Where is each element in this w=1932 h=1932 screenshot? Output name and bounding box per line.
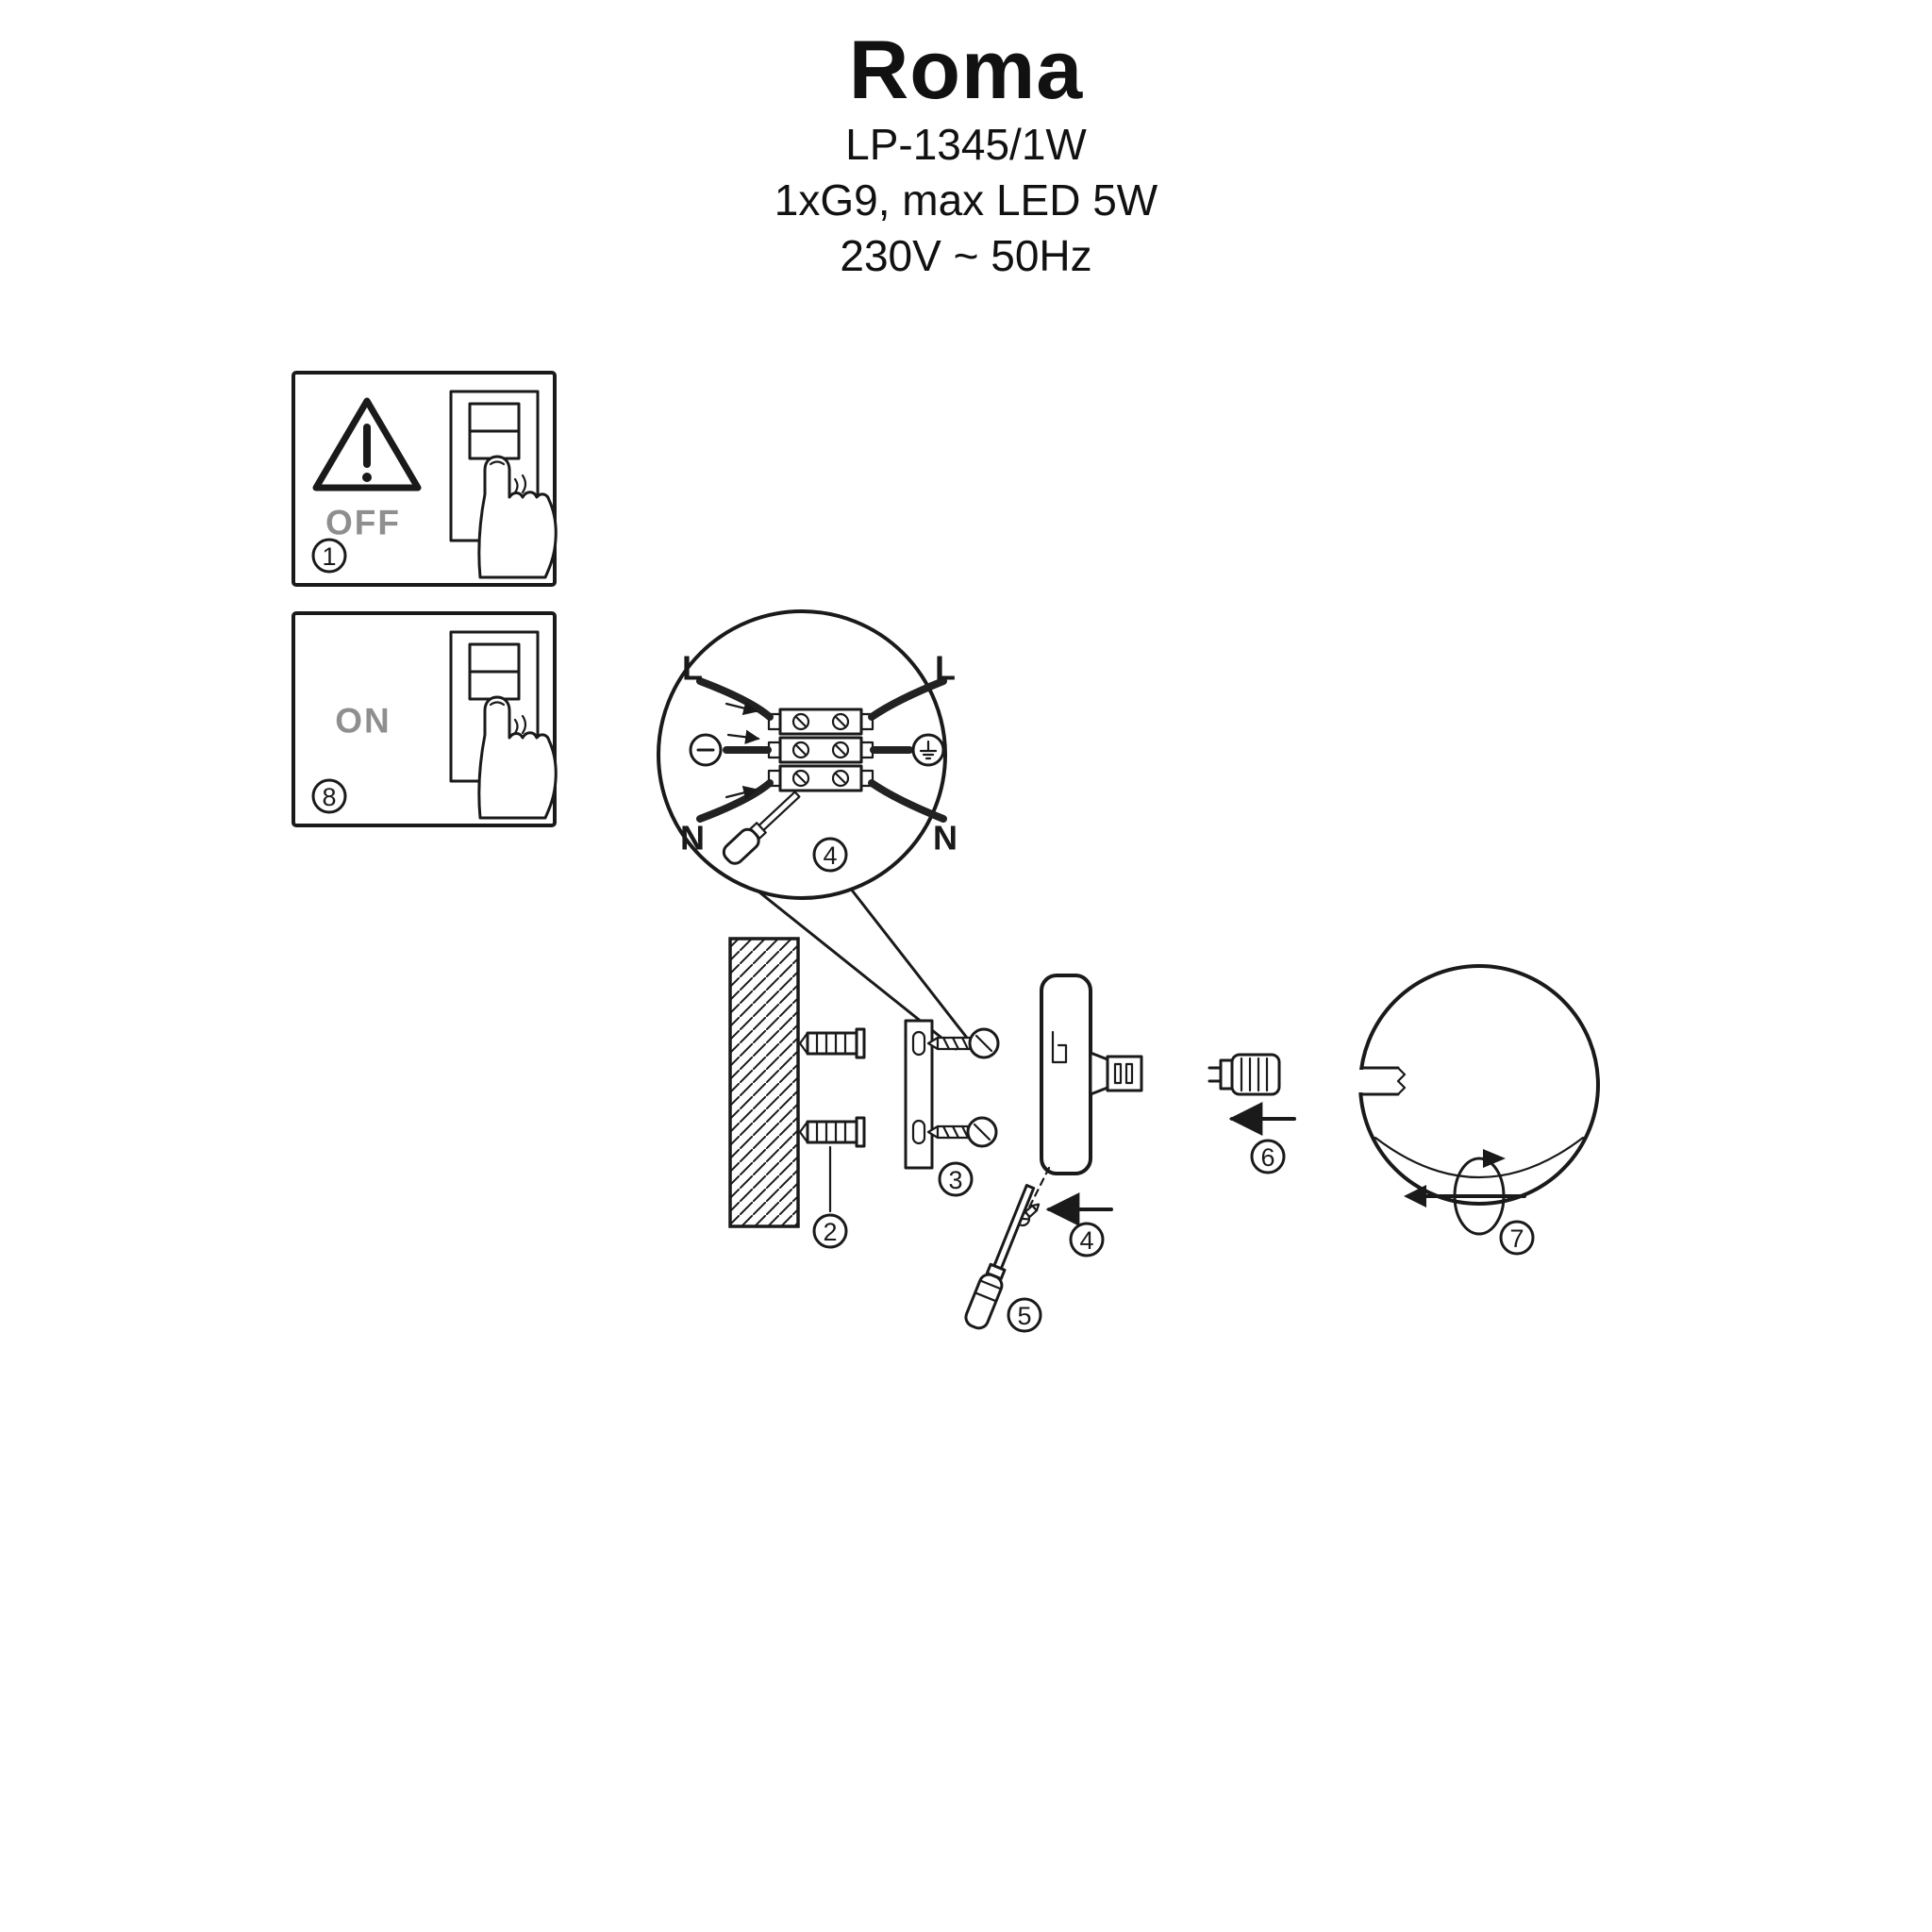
svg-text:2: 2 <box>823 1218 837 1246</box>
screwdriver-icon <box>722 791 801 865</box>
wire-live-right <box>868 677 947 721</box>
canopy-screw-group: 4 <box>1014 1166 1113 1257</box>
glass-shade-group: 7 <box>1355 964 1600 1256</box>
bulb-base <box>1219 1058 1234 1091</box>
step1-badge: 1 <box>311 538 347 574</box>
canopy-base <box>1040 974 1143 1175</box>
step4-wiring-badge: 4 <box>812 837 848 873</box>
step3-badge: 3 <box>938 1161 974 1197</box>
glass-globe <box>1358 964 1600 1206</box>
label-N-right: N <box>933 819 958 858</box>
svg-text:1: 1 <box>322 542 336 571</box>
wiring-detail-callout: L L N N 4 <box>657 609 972 1051</box>
bulb-body <box>1230 1053 1281 1096</box>
holder-flange <box>1089 1051 1109 1096</box>
label-N-left: N <box>680 819 705 858</box>
power-spec: 230V ~ 50Hz <box>840 230 1092 280</box>
bracket-hook <box>1051 1030 1068 1064</box>
wire-live-left <box>696 677 774 721</box>
product-name: Roma <box>848 23 1084 116</box>
circled-minus-icon <box>689 733 723 767</box>
mounting-bracket <box>904 1019 934 1170</box>
step5-badge: 5 <box>1007 1297 1042 1333</box>
step8-badge: 8 <box>311 778 347 814</box>
svg-text:4: 4 <box>823 841 837 870</box>
bracket-screw-top <box>926 1027 1000 1059</box>
switch-off-label: OFF <box>325 504 401 542</box>
svg-text:3: 3 <box>948 1166 962 1194</box>
lamp-spec: 1xG9, max LED 5W <box>774 175 1158 225</box>
rotate-arrow-icon <box>1404 1149 1526 1236</box>
svg-text:8: 8 <box>322 783 336 811</box>
svg-text:5: 5 <box>1017 1302 1031 1330</box>
terminal-block <box>767 708 874 792</box>
switch-on-label: ON <box>335 702 391 741</box>
earth-ground-icon <box>911 733 945 767</box>
g9-socket <box>1106 1055 1143 1092</box>
wall-section <box>728 937 800 1228</box>
label-L-right: L <box>935 649 956 688</box>
step4-badge: 4 <box>1069 1222 1105 1257</box>
bracket-screw-bottom <box>926 1116 998 1148</box>
model-number: LP-1345/1W <box>845 120 1087 170</box>
wire-neutral-left <box>696 779 774 823</box>
step6-badge: 6 <box>1250 1139 1286 1174</box>
wall-plug-bottom <box>798 1116 866 1148</box>
svg-text:7: 7 <box>1509 1224 1524 1253</box>
svg-text:4: 4 <box>1079 1226 1093 1255</box>
warning-icon <box>312 397 422 491</box>
svg-text:6: 6 <box>1260 1143 1274 1172</box>
step2-badge: 2 <box>812 1145 848 1249</box>
title-block: Roma LP-1345/1W 1xG9, max LED 5W 230V ~ … <box>0 23 1932 280</box>
step7-badge: 7 <box>1499 1220 1535 1256</box>
wall-plug-top <box>798 1027 866 1059</box>
g9-bulb-group: 6 <box>1208 1053 1296 1174</box>
screwdriver-group: 5 <box>964 1184 1042 1333</box>
wire-neutral-right <box>868 779 947 823</box>
label-L-left: L <box>682 649 703 688</box>
screwdriver-icon <box>964 1184 1036 1330</box>
threaded-notch <box>1396 1066 1407 1096</box>
step1-power-off-panel: OFF 1 <box>291 371 558 587</box>
step8-power-on-panel: ON 8 <box>291 611 558 827</box>
